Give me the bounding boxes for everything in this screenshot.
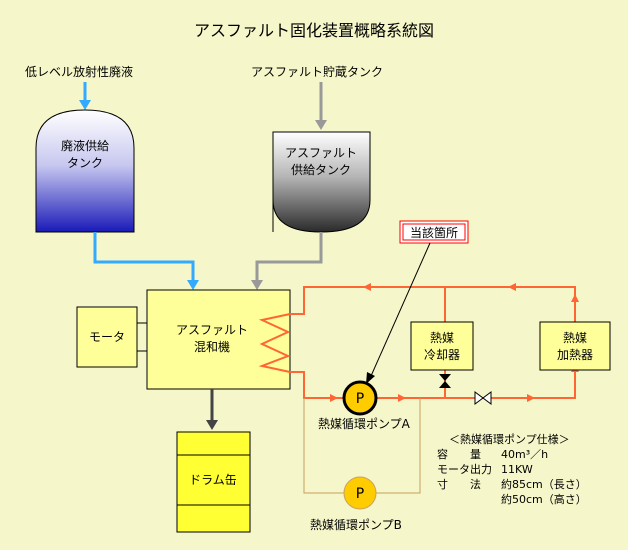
waste-tank-label-1: 廃液供給 xyxy=(61,138,109,153)
motor-label: モータ xyxy=(89,330,125,344)
pump-spec-table: 容 量 40m³／h モータ出力 11KW 寸 法 約85cm（長さ） 約50c… xyxy=(437,447,587,507)
waste-supply-tank: 廃液供給 タンク xyxy=(35,109,135,233)
heat-medium-cooler: 熱媒 冷却器 xyxy=(410,321,474,371)
waste-tank-label-2: タンク xyxy=(67,156,103,170)
callout-label: 当該箇所 xyxy=(410,225,458,240)
spec-row: 容 量 40m³／h xyxy=(437,447,587,462)
asphalt-tank-label-2: 供給タンク xyxy=(291,163,351,177)
asphalt-input-arrow xyxy=(315,82,327,130)
spec-key: 寸 法 xyxy=(437,478,481,491)
spec-row: 寸 法 約85cm（長さ） xyxy=(437,477,587,492)
drum-label: ドラム缶 xyxy=(189,473,237,487)
mixer-label-2: 混和機 xyxy=(194,339,230,354)
spec-value: 約85cm（長さ） xyxy=(501,478,587,491)
heater-label-1: 熱媒 xyxy=(563,331,587,345)
mixer-label-1: アスファルト xyxy=(176,323,248,337)
pump-a-symbol: P xyxy=(356,391,364,407)
spec-value: 約50cm（高さ） xyxy=(501,493,587,506)
asphalt-feed-line xyxy=(251,232,323,290)
location-callout: 当該箇所 xyxy=(366,220,469,384)
cooler-label-2: 冷却器 xyxy=(424,348,460,362)
cooler-label-1: 熱媒 xyxy=(430,331,454,345)
heater-label-2: 加熱器 xyxy=(557,348,593,362)
pump-b-bypass-line xyxy=(303,398,421,494)
page-title: アスファルト固化装置概略系統図 xyxy=(194,21,434,40)
motor-shaft xyxy=(137,322,147,352)
asphalt-mixer: アスファルト 混和機 xyxy=(146,289,291,390)
spec-row: 約50cm（高さ） xyxy=(437,492,587,507)
spec-key: 容 量 xyxy=(437,448,481,461)
drum-can: ドラム缶 xyxy=(176,431,251,533)
motor-box: モータ xyxy=(76,306,138,368)
spec-key: モータ出力 xyxy=(437,463,492,476)
asphalt-supply-tank: アスファルト 供給タンク xyxy=(272,131,371,233)
waste-input-label: 低レベル放射性廃液 xyxy=(25,64,133,79)
heat-medium-heater: 熱媒 加熱器 xyxy=(539,321,611,371)
discharge-arrow xyxy=(206,389,218,430)
spec-row: モータ出力 11KW xyxy=(437,462,587,477)
asphalt-input-label: アスファルト貯蔵タンク xyxy=(251,65,383,79)
pump-a: P 熱媒循環ポンプA xyxy=(318,380,411,431)
spec-value: 40m³／h xyxy=(501,448,549,461)
spec-value: 11KW xyxy=(501,463,533,476)
pump-spec-title: ＜熱媒循環ポンプ仕様＞ xyxy=(449,433,570,446)
waste-input-arrow xyxy=(79,82,91,110)
asphalt-tank-label-1: アスファルト xyxy=(285,146,357,160)
pump-b-label: 熱媒循環ポンプB xyxy=(310,518,402,532)
pump-b: P 熱媒循環ポンプB xyxy=(310,476,402,532)
valve-icon-vertical xyxy=(439,374,451,388)
waste-feed-line xyxy=(93,232,199,290)
pump-spec: ＜熱媒循環ポンプ仕様＞ 容 量 40m³／h モータ出力 11KW 寸 法 約8… xyxy=(437,432,587,507)
valve-icon-horizontal xyxy=(474,391,492,405)
pump-b-symbol: P xyxy=(356,486,364,502)
pump-a-label: 熱媒循環ポンプA xyxy=(318,417,411,431)
spec-key xyxy=(437,492,501,507)
